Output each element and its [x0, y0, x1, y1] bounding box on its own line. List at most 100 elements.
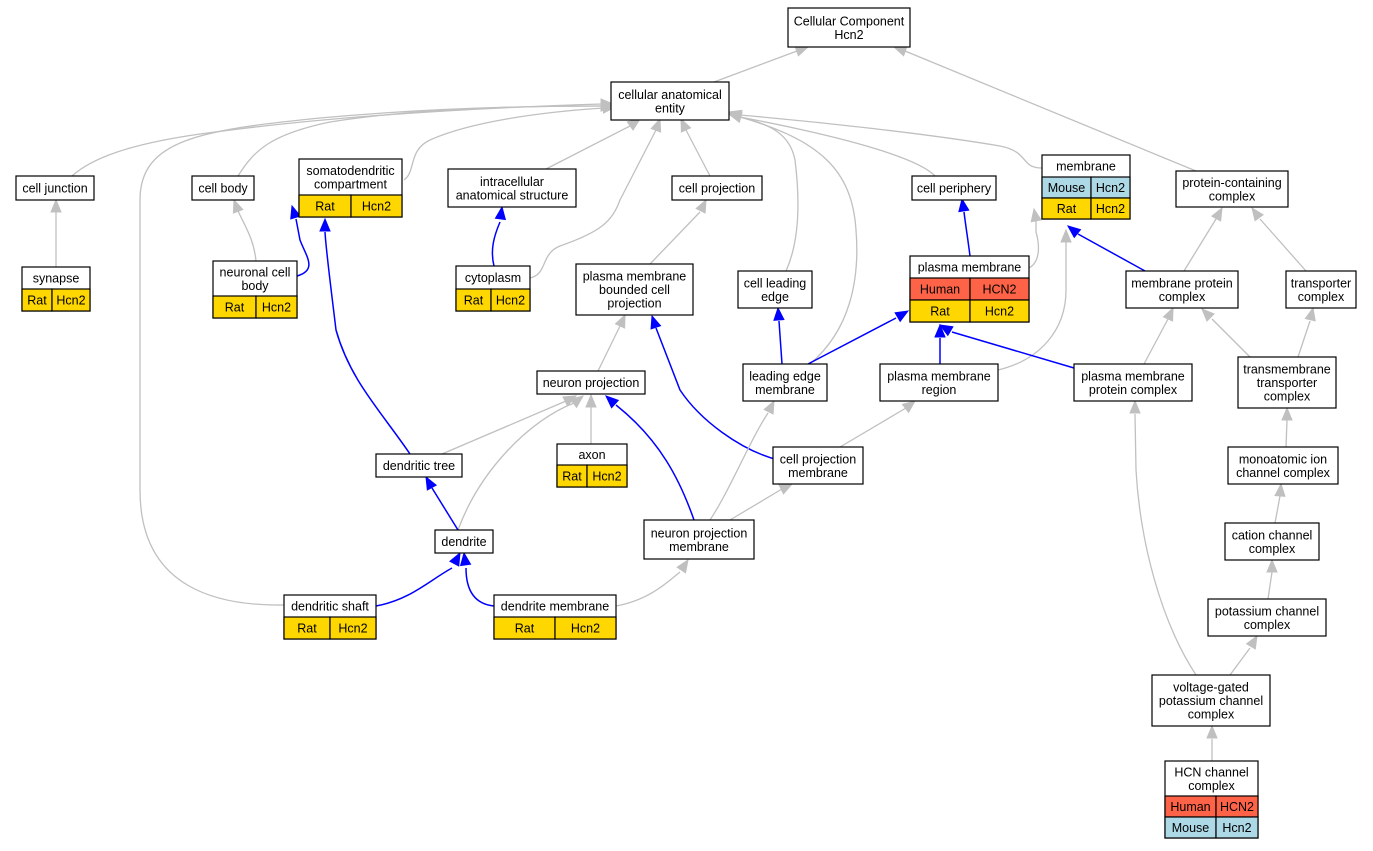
node-label-line: cellular anatomical [618, 88, 722, 102]
edge-cp-to-cae [680, 117, 711, 177]
arrowhead [1274, 482, 1286, 497]
arrowhead [425, 475, 438, 491]
arrowhead [232, 198, 244, 214]
node-box [1175, 170, 1289, 208]
species-label: Mouse [1172, 821, 1210, 835]
arrowhead [1060, 228, 1072, 243]
edge-pcc-to-cc [892, 45, 1197, 172]
node-label-line: neuronal cell [220, 265, 291, 279]
node-cb[interactable]: cell body [191, 175, 255, 201]
arrowhead [695, 198, 707, 214]
node-label-line: leading edge [749, 369, 821, 383]
node-label-line: compartment [314, 177, 387, 191]
arrowhead [1251, 206, 1265, 222]
node-label-line: synapse [33, 272, 80, 286]
node-cp[interactable]: cell projection [671, 175, 763, 201]
node-box [1285, 270, 1357, 309]
edge-mpc-to-pcc [1183, 206, 1223, 272]
node-label-line: membrane protein [1131, 276, 1232, 290]
node-box [1125, 270, 1239, 309]
edge-line [615, 571, 681, 607]
node-label-line: membrane [755, 383, 815, 397]
gene-cell [586, 464, 628, 488]
edge-lem-to-cle [773, 306, 785, 365]
edge-line [1229, 647, 1251, 676]
edge-npm-to-cpm [729, 483, 794, 521]
gene-label: HCN2 [1220, 800, 1254, 814]
edge-lem-to-cae [727, 111, 858, 365]
species-label: Rat [27, 294, 47, 308]
node-np[interactable]: neuron projection [536, 370, 646, 395]
edge-vgkc-to-pmpc [1129, 399, 1197, 676]
node-cper[interactable]: cell periphery [911, 175, 997, 201]
node-box [1073, 363, 1193, 402]
node-label-line: cell junction [22, 182, 87, 196]
arrowhead [319, 217, 331, 232]
edge-ias-to-cae [545, 118, 642, 170]
edge-line [729, 488, 783, 521]
arrowhead [449, 551, 461, 567]
node-label-line: complex [1188, 779, 1235, 793]
edge-pmr-to-mem [997, 228, 1072, 371]
edge-line [1143, 318, 1169, 365]
node-label-line: dendrite membrane [501, 600, 609, 614]
arrowhead [569, 395, 585, 409]
node-dt[interactable]: dendritic tree [375, 453, 463, 478]
edge-cyto-to-ias [491, 205, 507, 267]
node-dend[interactable]: dendrite [434, 529, 494, 554]
node-label-line: plasma membrane [918, 261, 1022, 275]
arrowhead [459, 551, 472, 567]
node-cj[interactable]: cell junction [15, 175, 95, 201]
arrowhead [934, 323, 946, 338]
node-box [879, 363, 999, 402]
edge-line [655, 327, 779, 461]
arrowhead [727, 111, 743, 123]
node-box [1207, 598, 1327, 637]
arrowhead [585, 393, 597, 408]
node-label-line: dendrite [441, 535, 486, 549]
edge-ncb-to-cb [232, 198, 257, 262]
node-box [742, 363, 828, 402]
arrowhead [680, 117, 692, 133]
node-label-line: dendritic shaft [291, 600, 369, 614]
gene-label: HCN2 [982, 283, 1016, 297]
edge-line [1183, 218, 1217, 272]
gene-cell [329, 616, 377, 640]
edge-line [324, 231, 411, 455]
edge-line [904, 50, 1197, 172]
node-box [1224, 522, 1320, 561]
gene-cell [490, 288, 531, 312]
edge-line [778, 320, 783, 365]
gene-label: Hcn2 [338, 622, 367, 636]
edge-line [713, 50, 798, 83]
arrowhead [50, 198, 62, 213]
